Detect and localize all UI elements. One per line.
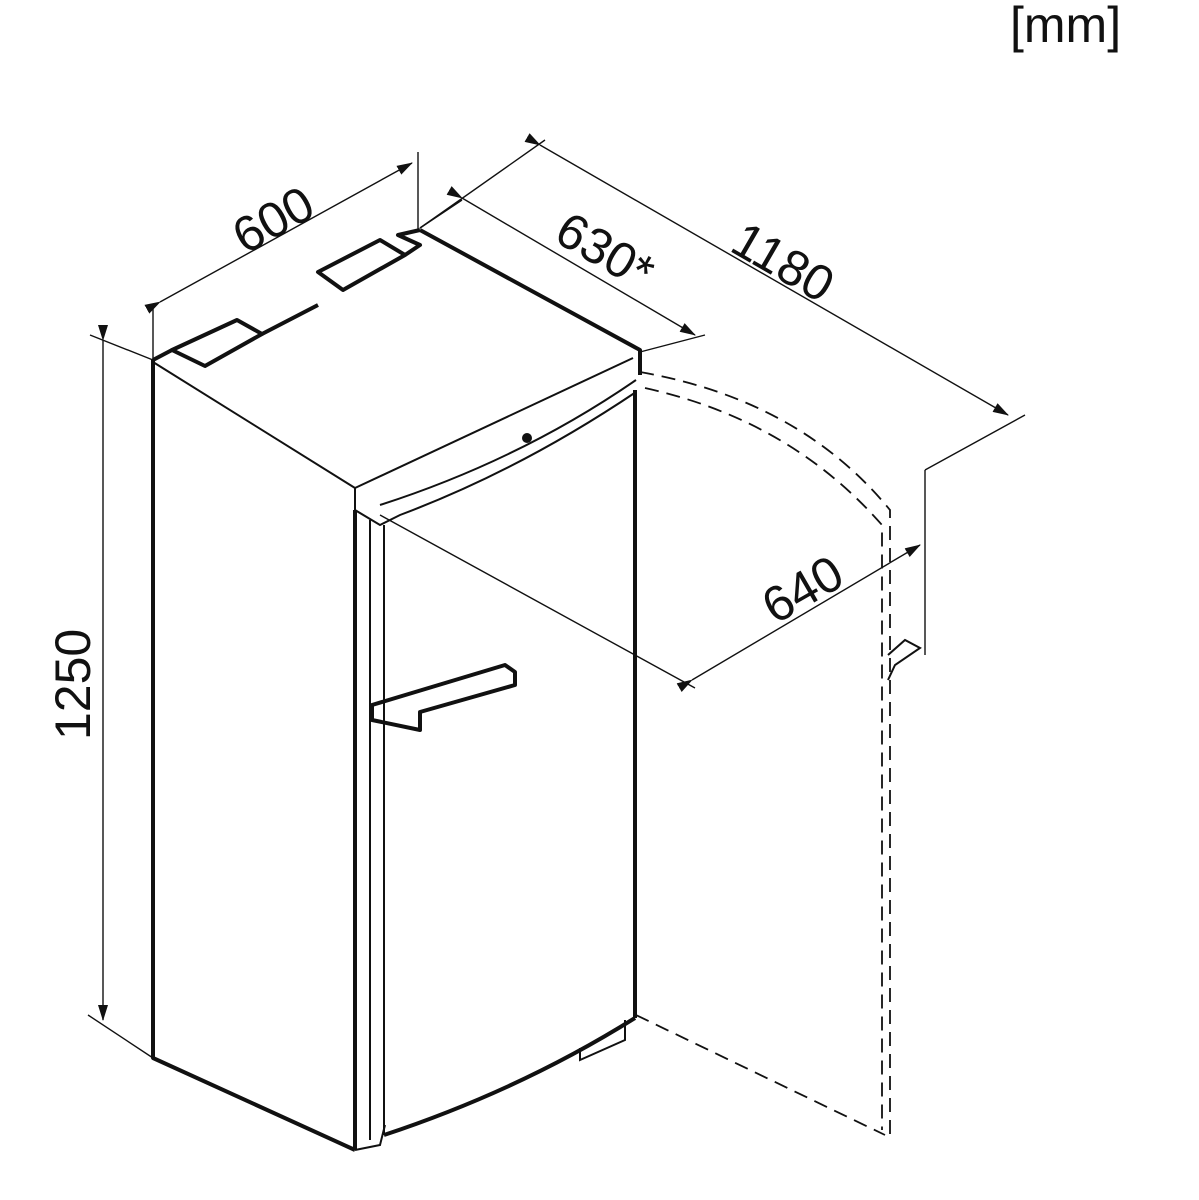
door-clearance-label: 640 (753, 544, 853, 634)
refrigerator-body (151, 228, 642, 1152)
door-handle (370, 663, 517, 732)
height-label: 1250 (45, 629, 101, 740)
dimension-lines (87, 133, 1026, 1059)
unit-label: [mm] (1010, 0, 1121, 53)
depth-door-open-label: 1180 (723, 211, 844, 313)
depth-label: 630* (547, 201, 664, 301)
door-swing-outline (635, 371, 922, 1140)
width-label: 600 (223, 175, 323, 264)
